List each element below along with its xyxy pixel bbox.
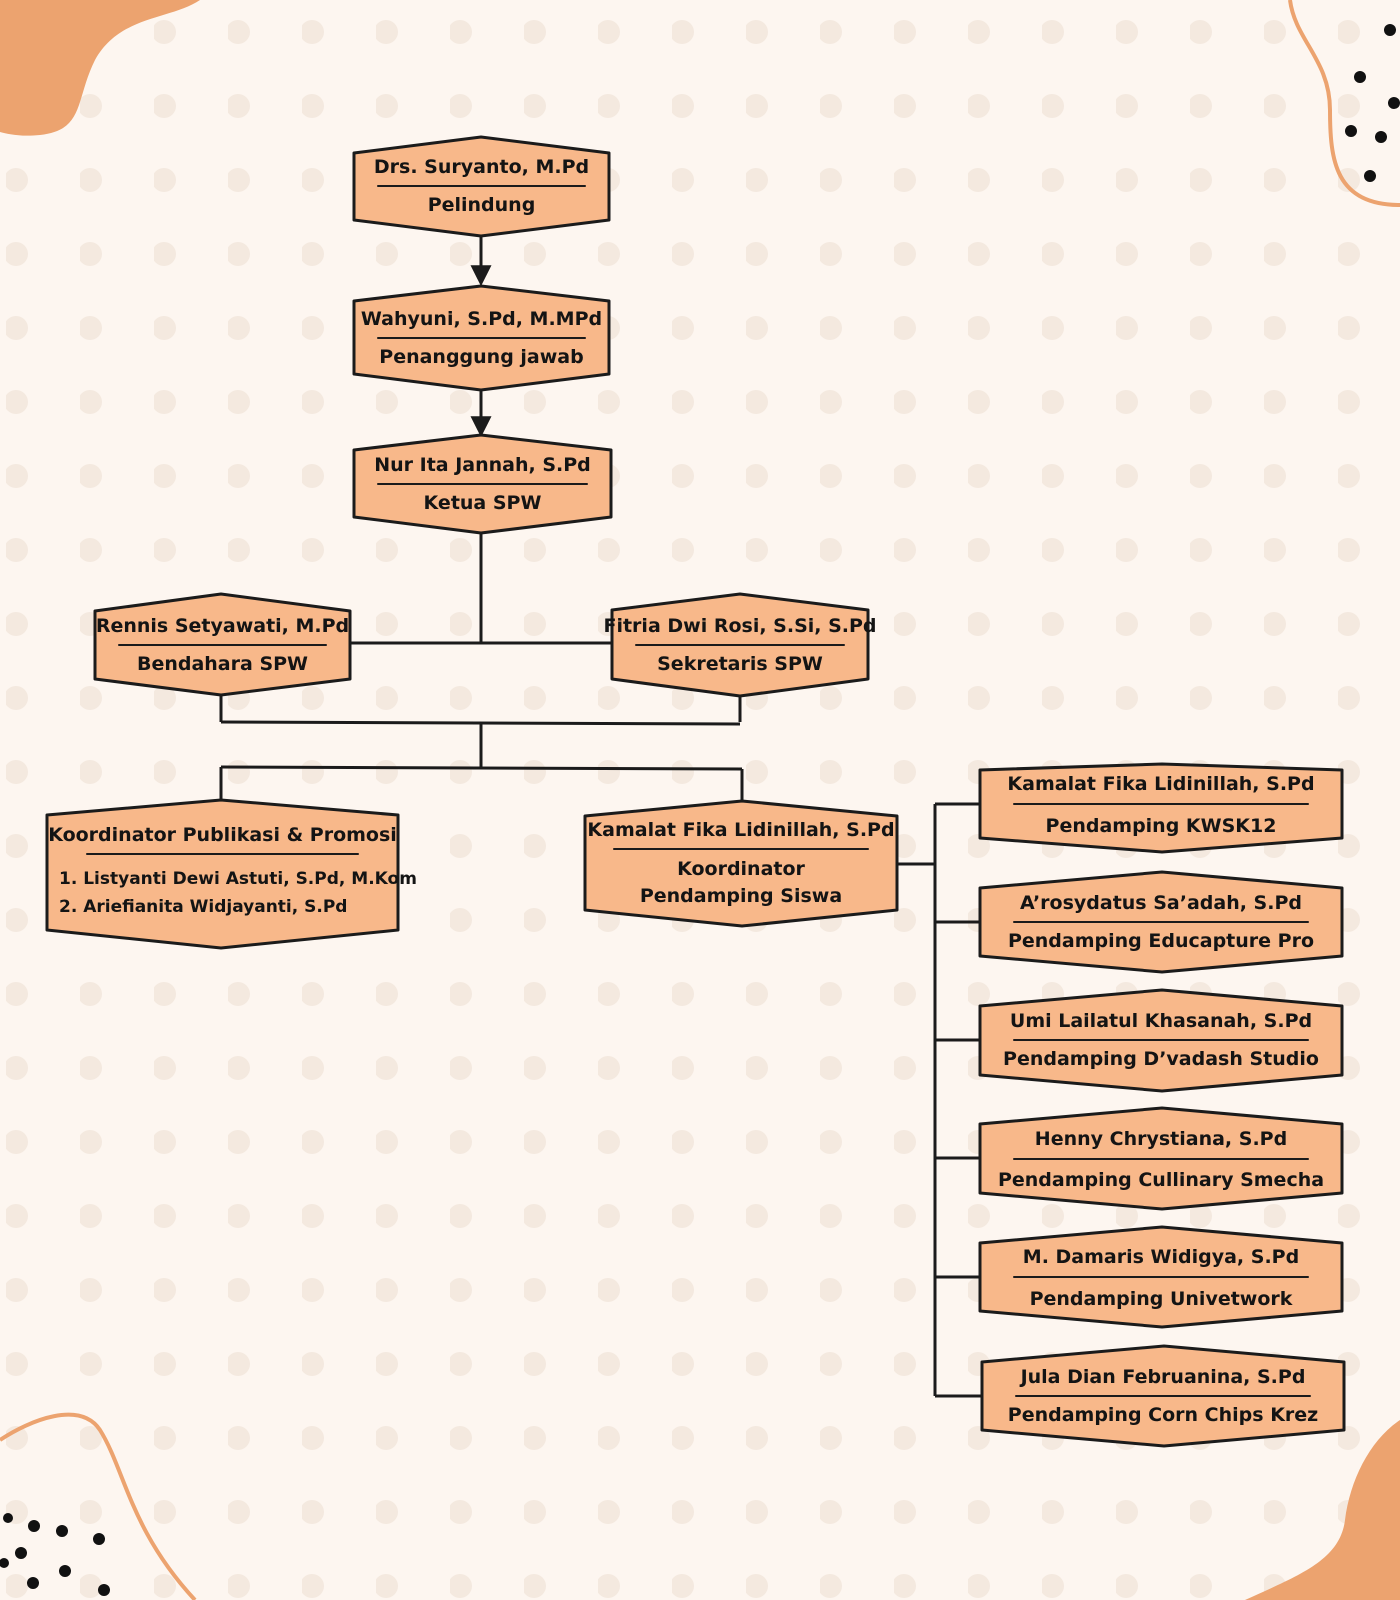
node-title: Koordinator Publikasi & Promosi: [48, 824, 397, 846]
node-name: Kamalat Fika Lidinillah, S.Pd: [587, 819, 895, 841]
node-pendamping-5: M. Damaris Widigya, S.Pd Pendamping Univ…: [980, 1241, 1342, 1315]
node-pendamping-3: Umi Lailatul Khasanah, S.Pd Pendamping D…: [980, 1004, 1342, 1076]
divider: [376, 185, 587, 187]
divider: [1012, 1039, 1310, 1041]
node-role: Bendahara SPW: [136, 653, 309, 675]
divider: [117, 644, 328, 646]
node-name: Umi Lailatul Khasanah, S.Pd: [1009, 1010, 1313, 1032]
node-ketua: Nur Ita Jannah, S.Pd Ketua SPW: [354, 448, 611, 520]
connectors: [219, 236, 982, 1398]
node-pendamping-1: Kamalat Fika Lidinillah, S.Pd Pendamping…: [980, 768, 1342, 842]
node-name: Kamalat Fika Lidinillah, S.Pd: [1007, 773, 1315, 795]
node-pendamping-6: Jula Dian Februanina, S.Pd Pendamping Co…: [982, 1360, 1344, 1432]
divider: [1012, 1276, 1310, 1278]
divider: [85, 853, 360, 855]
node-name: Nur Ita Jannah, S.Pd: [374, 454, 591, 476]
node-bendahara: Rennis Setyawati, M.Pd Bendahara SPW: [95, 608, 350, 682]
node-role: Pendamping D’vadash Studio: [1003, 1048, 1319, 1070]
node-role: Koordinator Pendamping Siswa: [639, 858, 843, 907]
node-shape-pendamping-1: [978, 762, 1344, 854]
divider: [1012, 803, 1310, 805]
node-penanggung-jawab: Wahyuni, S.Pd, M.MPd Penanggung jawab: [354, 300, 609, 376]
node-name: Henny Chrystiana, S.Pd: [1034, 1127, 1288, 1150]
node-name: Fitria Dwi Rosi, S.Si, S.Pd: [603, 615, 877, 637]
node-shape-publikasi: [45, 798, 400, 950]
member-2: 2. Ariefianita Widjayanti, S.Pd: [59, 897, 348, 917]
node-shape-koordinator-siswa: [583, 799, 899, 928]
divider: [1014, 1395, 1312, 1397]
divider: [613, 848, 869, 850]
node-name: Jula Dian Februanina, S.Pd: [1020, 1366, 1306, 1388]
divider: [1012, 1157, 1310, 1160]
node-role: Pendamping Cullinary Smecha: [997, 1168, 1325, 1191]
member-1: 1. Listyanti Dewi Astuti, S.Pd, M.Kom: [59, 869, 417, 889]
dots-top-right: [1345, 24, 1400, 182]
blob-top-right-outline: [1288, 0, 1400, 207]
node-pendamping-4: Henny Chrystiana, S.Pd Pendamping Cullin…: [980, 1122, 1342, 1196]
node-role: Pendamping Corn Chips Krez: [1007, 1404, 1319, 1426]
blob-top-left: [0, 0, 200, 136]
node-role: Penanggung jawab: [379, 346, 584, 368]
node-name: A’rosydatus Sa’adah, S.Pd: [1019, 892, 1302, 914]
blob-bottom-right: [1245, 1420, 1400, 1600]
node-pelindung: Drs. Suryanto, M.Pd Pelindung: [354, 150, 609, 222]
divider: [377, 483, 588, 485]
blob-bottom-left-outline: [0, 1412, 197, 1600]
node-pendamping-2: A’rosydatus Sa’adah, S.Pd Pendamping Edu…: [980, 886, 1342, 958]
node-name: Wahyuni, S.Pd, M.MPd: [360, 308, 603, 330]
node-koordinator-siswa: Kamalat Fika Lidinillah, S.Pd Koordinato…: [585, 814, 897, 914]
node-role: Ketua SPW: [423, 492, 542, 514]
node-sekretaris: Fitria Dwi Rosi, S.Si, S.Pd Sekretaris S…: [603, 608, 876, 682]
node-role: Pendamping Educapture Pro: [1007, 930, 1315, 952]
node-role: Sekretaris SPW: [657, 653, 823, 675]
divider: [635, 644, 845, 646]
node-name: M. Damaris Widigya, S.Pd: [1022, 1246, 1300, 1268]
dots-bottom-left: [0, 1513, 110, 1596]
node-role: Pendamping Univetwork: [1029, 1288, 1293, 1310]
node-name: Drs. Suryanto, M.Pd: [373, 156, 590, 178]
node-role: Pendamping KWSK12: [1045, 815, 1277, 837]
node-name: Rennis Setyawati, M.Pd: [95, 615, 350, 637]
divider: [1012, 921, 1310, 923]
node-publikasi: Koordinator Publikasi & Promosi 1. Listy…: [47, 812, 417, 932]
node-role: Pelindung: [427, 194, 536, 216]
divider: [376, 337, 587, 339]
